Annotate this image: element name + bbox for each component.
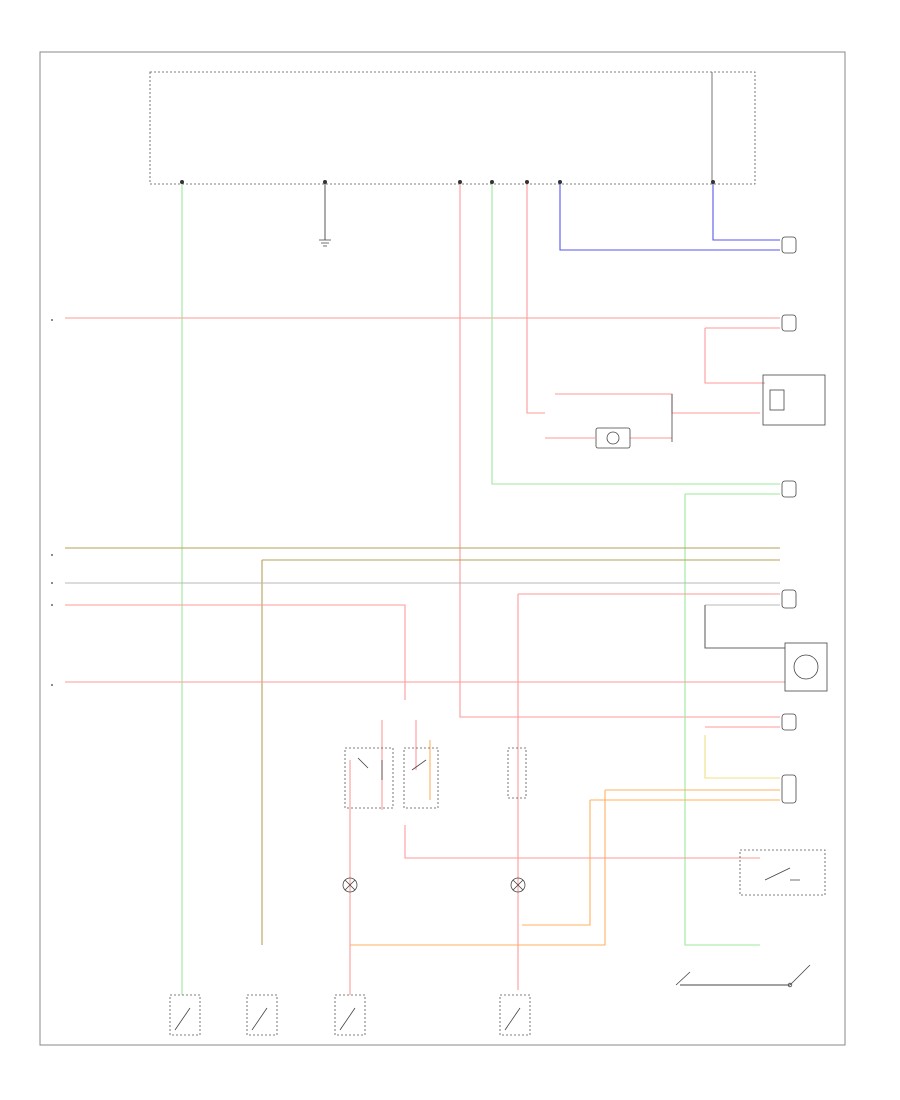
- wire-red-center: [459, 184, 780, 718]
- bottom-switch-2: [246, 994, 278, 1036]
- bottom-switch-1: [169, 994, 201, 1036]
- wire-orange-c: [350, 790, 606, 946]
- ground-symbol: [319, 239, 331, 247]
- wire-green-center: [491, 184, 780, 485]
- connector-2: [781, 314, 797, 332]
- connector-1: [781, 236, 797, 254]
- relay-far-right: [507, 747, 527, 799]
- bottom-switch-4: [499, 994, 531, 1036]
- wire-red-switch-feed: [404, 825, 760, 859]
- blower-motor-unit: [762, 374, 826, 426]
- wire-red-right: [526, 184, 545, 414]
- control-unit-pins: [180, 180, 715, 184]
- wire-red-sensor: [555, 393, 760, 414]
- wire-yellow: [704, 735, 780, 779]
- lamp-left: [342, 877, 358, 893]
- bottom-switch-3: [334, 994, 366, 1036]
- control-unit-box: [149, 71, 756, 185]
- wire-gray-c: [704, 605, 785, 649]
- connector-4: [781, 589, 797, 609]
- temperature-sensor: [595, 427, 631, 449]
- blower-switch: [739, 849, 826, 896]
- wire-blue-b: [712, 184, 780, 241]
- door-switch: [787, 964, 811, 988]
- left-margin-markers: [51, 319, 53, 686]
- wire-green-down: [684, 494, 760, 946]
- lamp-right: [510, 877, 526, 893]
- connector-5: [781, 713, 797, 731]
- wire-orange-d: [522, 800, 591, 926]
- right-connectors: [781, 236, 797, 804]
- diagram-frame: [39, 51, 846, 1046]
- motor-component: [784, 642, 828, 692]
- wire-blue-a: [559, 184, 780, 251]
- relay-left: [344, 747, 394, 809]
- relay-right: [403, 747, 439, 809]
- wire-red-loop: [704, 328, 765, 384]
- ground-switch-left: [675, 971, 691, 986]
- wire-red-row2: [65, 604, 406, 700]
- connector-6: [781, 774, 797, 804]
- connector-3: [781, 480, 797, 498]
